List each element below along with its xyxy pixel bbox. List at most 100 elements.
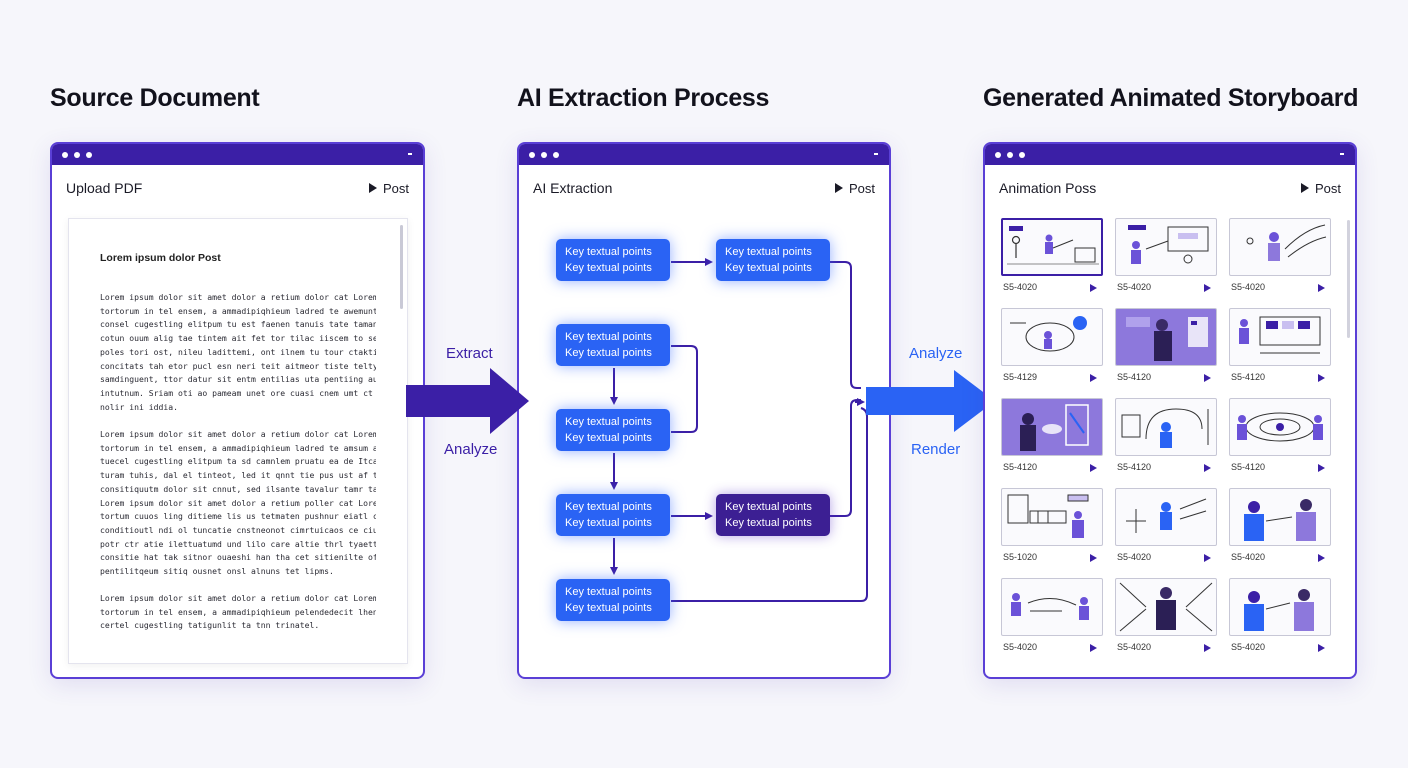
frame-label: S5-4020 (1003, 642, 1038, 652)
storyboard-window: Animation Poss Post S5-4020 (983, 142, 1357, 679)
storyboard-frame[interactable]: S5-4129 (1001, 308, 1103, 388)
frame-label: S5-4020 (1117, 282, 1152, 292)
storyboard-frame[interactable]: S5-4020 (1115, 218, 1217, 298)
ai-extraction-title: AI Extraction (533, 180, 613, 196)
window-dot-icon[interactable] (86, 152, 92, 158)
key-point-node[interactable]: Key textual points Key textual points (556, 579, 670, 621)
storyboard-frame[interactable]: S5-4120 (1229, 398, 1331, 478)
window-dot-icon[interactable] (529, 152, 535, 158)
scene-illustration-icon (1244, 589, 1314, 631)
window-dot-icon[interactable] (62, 152, 68, 158)
frame-play-icon[interactable] (1318, 644, 1325, 652)
play-icon (834, 183, 843, 193)
document-paragraph: Lorem ipsum dolor sit amet dolor a retiu… (100, 292, 376, 412)
node-text: Key textual points (565, 347, 652, 359)
frame-play-icon[interactable] (1090, 284, 1097, 292)
frame-label: S5-4020 (1231, 282, 1266, 292)
window-dot-icon[interactable] (1007, 152, 1013, 158)
frame-play-icon[interactable] (1090, 374, 1097, 382)
storyboard-frame[interactable]: S5-4120 (1229, 308, 1331, 388)
storyboard-frame[interactable]: S5-4020 (1115, 578, 1217, 658)
storyboard-frame[interactable]: S5-1020 (1001, 488, 1103, 568)
window-dot-icon[interactable] (995, 152, 1001, 158)
post-label: Post (382, 180, 409, 196)
scene-illustration-icon (1011, 593, 1089, 620)
scene-illustration-icon (1121, 408, 1209, 448)
frame-label: S5-4120 (1231, 372, 1266, 382)
frame-label: S5-4020 (1231, 552, 1266, 562)
key-point-node[interactable]: Key textual points Key textual points (556, 239, 670, 281)
storyboard-scrollbar[interactable] (1347, 220, 1350, 338)
frame-label: S5-4120 (1003, 462, 1038, 472)
window-menu-icon[interactable] (874, 153, 878, 155)
upload-pdf-title: Upload PDF (66, 180, 143, 196)
frame-play-icon[interactable] (1204, 644, 1211, 652)
storyboard-frame[interactable]: S5-4120 (1115, 308, 1217, 388)
post-button[interactable]: Post (834, 178, 875, 198)
frame-thumbnail (1229, 488, 1331, 546)
frame-thumbnail (1229, 218, 1331, 276)
document-heading: Lorem ipsum dolor Post (100, 252, 221, 264)
node-text: Key textual points (725, 262, 812, 274)
node-text: Key textual points (565, 416, 652, 428)
frame-thumbnail (1229, 398, 1331, 456)
window-titlebar (52, 144, 423, 165)
post-button[interactable]: Post (368, 178, 409, 198)
frame-thumbnail (1115, 578, 1217, 636)
window-menu-icon[interactable] (1340, 153, 1344, 155)
storyboard-frame[interactable]: S5-4020 (1115, 488, 1217, 568)
frame-label: S5-4120 (1117, 462, 1152, 472)
storyboard-frame[interactable]: S5-4020 (1229, 218, 1331, 298)
window-titlebar (519, 144, 889, 165)
scene-illustration-icon (1020, 404, 1089, 451)
scene-illustration-icon (1126, 317, 1208, 361)
frame-thumbnail (1115, 308, 1217, 366)
frame-thumbnail (1001, 488, 1103, 546)
frame-play-icon[interactable] (1204, 374, 1211, 382)
key-point-node[interactable]: Key textual points Key textual points (556, 494, 670, 536)
key-point-node[interactable]: Key textual points Key textual points (716, 239, 830, 281)
storyboard-frame[interactable]: S5-4020 (1229, 488, 1331, 568)
scene-illustration-icon (1126, 498, 1207, 533)
pdf-document-page[interactable]: Lorem ipsum dolor Post Lorem ipsum dolor… (68, 218, 408, 664)
frame-play-icon[interactable] (1318, 284, 1325, 292)
frame-play-icon[interactable] (1318, 554, 1325, 562)
storyboard-frame[interactable]: S5-4020 (1229, 578, 1331, 658)
key-point-node[interactable]: Key textual points Key textual points (556, 324, 670, 366)
node-text: Key textual points (565, 246, 652, 258)
post-label: Post (848, 180, 875, 196)
analyze-label: Analyze (909, 345, 963, 362)
window-dot-icon[interactable] (74, 152, 80, 158)
storyboard-frame[interactable]: S5-4020 (1001, 578, 1103, 658)
document-scrollbar[interactable] (400, 225, 403, 309)
window-dot-icon[interactable] (541, 152, 547, 158)
frame-play-icon[interactable] (1318, 374, 1325, 382)
frame-play-icon[interactable] (1090, 464, 1097, 472)
frame-play-icon[interactable] (1090, 644, 1097, 652)
node-text: Key textual points (565, 262, 652, 274)
frame-thumbnail (1115, 398, 1217, 456)
frame-play-icon[interactable] (1318, 464, 1325, 472)
key-point-node-highlighted[interactable]: Key textual points Key textual points (716, 494, 830, 536)
window-menu-icon[interactable] (408, 153, 412, 155)
frame-play-icon[interactable] (1204, 284, 1211, 292)
frame-play-icon[interactable] (1204, 464, 1211, 472)
source-document-window: Upload PDF Post Lorem ipsum dolor Post L… (50, 142, 425, 679)
storyboard-frame[interactable]: S5-4120 (1001, 398, 1103, 478)
frame-play-icon[interactable] (1090, 554, 1097, 562)
storyboard-frame[interactable]: S5-4020 (1001, 218, 1103, 298)
flow-connectors (610, 258, 868, 602)
frame-play-icon[interactable] (1204, 554, 1211, 562)
generated-storyboard-heading: Generated Animated Storyboard (983, 84, 1359, 112)
frame-thumbnail (1115, 488, 1217, 546)
scene-illustration-icon (1128, 225, 1209, 264)
key-point-node[interactable]: Key textual points Key textual points (556, 409, 670, 451)
storyboard-frame[interactable]: S5-4120 (1115, 398, 1217, 478)
frame-label: S5-4120 (1231, 462, 1266, 472)
render-flow-arrow-icon (866, 370, 995, 432)
post-button[interactable]: Post (1300, 178, 1341, 198)
extract-flow-arrow-icon (406, 368, 529, 434)
extract-label: Extract (446, 345, 493, 362)
window-dot-icon[interactable] (1019, 152, 1025, 158)
window-dot-icon[interactable] (553, 152, 559, 158)
